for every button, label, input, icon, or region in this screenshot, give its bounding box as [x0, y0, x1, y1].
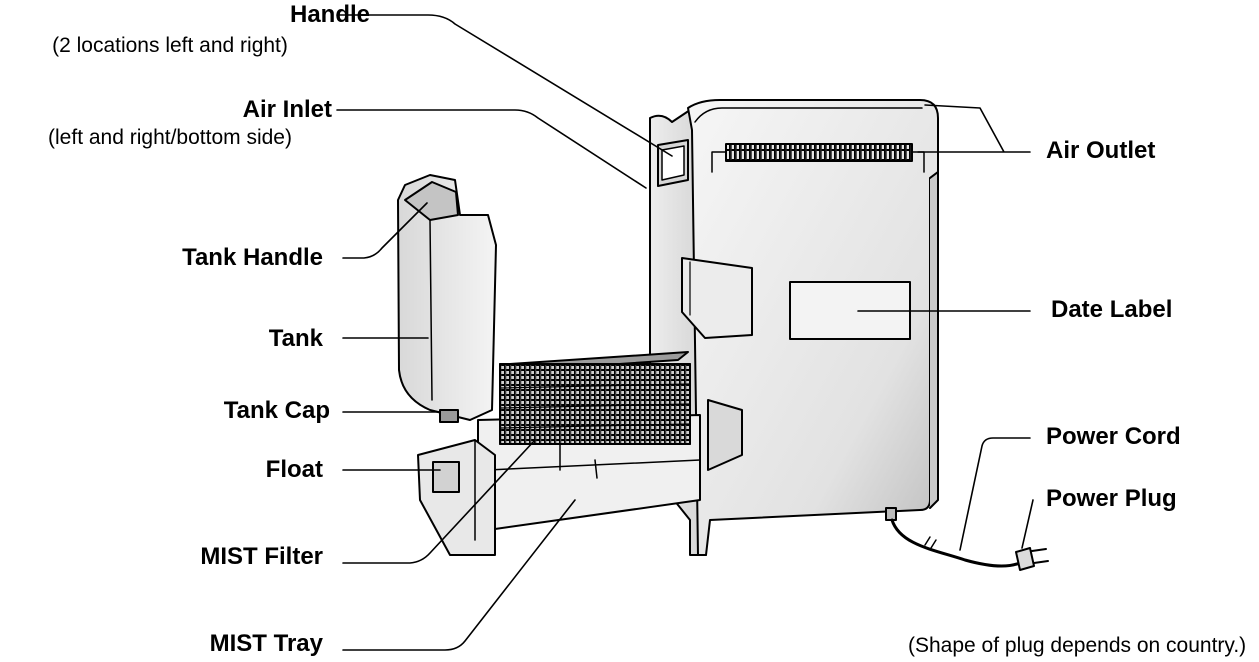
unit-side-flap: [681, 257, 753, 339]
label-air-inlet: Air Inlet: [242, 96, 332, 123]
leader-power-cord: [959, 437, 1031, 551]
power-cord-line: [890, 518, 1024, 568]
leader-air-outlet: [917, 104, 1031, 153]
label-plug-note: (Shape of plug depends on country.): [908, 634, 1247, 657]
label-mist-tray: MIST Tray: [209, 630, 323, 657]
float-housing: [417, 439, 496, 556]
power-cord-port: [885, 507, 897, 521]
label-air-inlet-note: (left and right/bottom side): [48, 126, 292, 149]
leader-power-plug: [1021, 499, 1034, 549]
label-date-label: Date Label: [1051, 296, 1173, 323]
float-part: [432, 461, 460, 493]
label-handle-note: (2 locations left and right): [52, 34, 288, 57]
mist-filter: [499, 351, 691, 445]
label-power-plug: Power Plug: [1046, 485, 1177, 512]
leader-mist-filter: [342, 439, 536, 564]
label-tank-handle: Tank Handle: [182, 244, 323, 271]
power-plug-part: [1015, 547, 1035, 571]
label-air-outlet: Air Outlet: [1046, 137, 1156, 164]
label-mist-filter: MIST Filter: [200, 543, 323, 570]
leader-tank-handle: [342, 202, 428, 259]
water-tank: [397, 174, 497, 423]
power-cord-and-plug: [890, 518, 1049, 571]
leader-air-inlet: [336, 109, 647, 189]
tank-handle-part: [404, 181, 459, 221]
tank-cap-part: [439, 409, 459, 423]
leader-mist-tray: [342, 499, 576, 651]
label-float: Float: [265, 456, 323, 483]
air-outlet-vent: [725, 143, 913, 162]
label-handle: Handle: [289, 1, 370, 28]
label-tank: Tank: [268, 325, 323, 352]
label-tank-cap: Tank Cap: [223, 397, 330, 424]
label-power-cord: Power Cord: [1046, 423, 1181, 450]
leader-lines: [336, 14, 1034, 651]
leader-handle: [336, 14, 673, 157]
